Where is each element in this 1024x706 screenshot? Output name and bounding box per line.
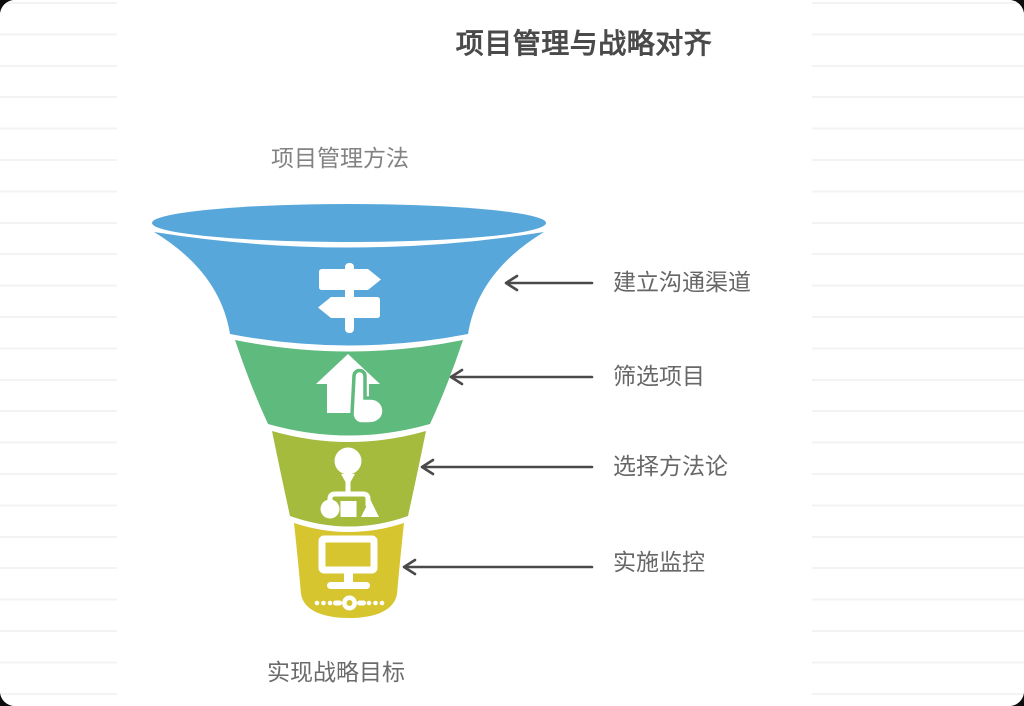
funnel-bottom-label: 实现战略目标 xyxy=(267,659,405,685)
page-title: 项目管理与战略对齐 xyxy=(455,28,713,59)
stage-label-3: 选择方法论 xyxy=(613,453,728,479)
stage-label-1: 建立沟通渠道 xyxy=(613,269,751,295)
funnel-top-label: 项目管理方法 xyxy=(271,145,409,171)
funnel-stage-3 xyxy=(272,431,426,527)
arrow-stage-3 xyxy=(420,458,594,476)
funnel-stage-2 xyxy=(235,340,463,436)
tap-select-icon xyxy=(316,354,386,426)
signpost-icon xyxy=(318,263,381,333)
arrow-stage-1 xyxy=(504,274,594,292)
idea-structure-icon xyxy=(320,447,379,519)
funnel-stage-4 xyxy=(294,523,404,618)
funnel-stage-1 xyxy=(152,204,546,346)
funnel-rim xyxy=(152,204,546,242)
stage-label-4: 实施监控 xyxy=(613,549,705,575)
stage-label-2: 筛选项目 xyxy=(613,363,705,389)
arrow-stage-4 xyxy=(402,558,594,576)
monitor-icon xyxy=(314,535,385,611)
diagram-panel xyxy=(117,0,812,706)
arrow-stage-2 xyxy=(449,368,594,386)
